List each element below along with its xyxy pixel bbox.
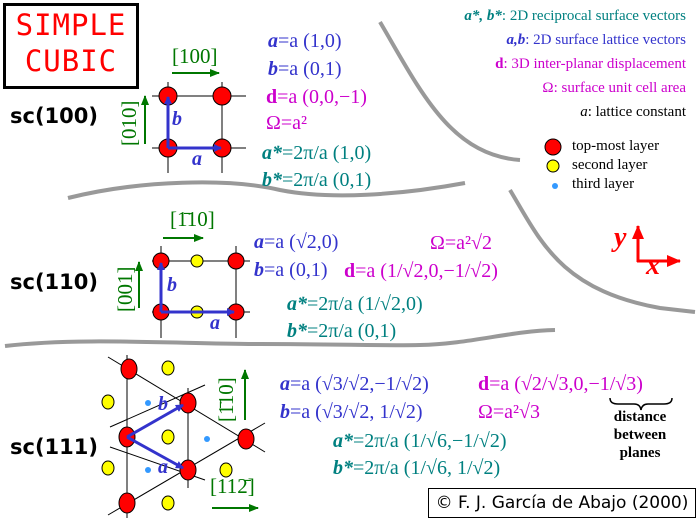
sc110-b-label: b (167, 274, 177, 296)
sc110-eq-a: a=a (√2,0) (254, 231, 339, 253)
sc111-dir-h: [112̄] (210, 474, 255, 498)
sc111-vector-a (126, 435, 184, 470)
legend-item: Ω: surface unit cell area (542, 80, 686, 96)
separator-curves (4, 20, 696, 348)
legend-yellow-dot (546, 159, 560, 173)
title-line1: SIMPLE (15, 8, 127, 42)
sc110-a-label: a (210, 312, 220, 334)
distance-brace (609, 397, 673, 411)
sc110-dir-h: [1̄10] (170, 207, 215, 231)
sc111-eq-d: d=a (√2/√3,0,−1/√3) (478, 373, 643, 395)
distance-note: distance between planes (604, 408, 676, 462)
note-line: distance (613, 409, 667, 425)
title-box: SIMPLE CUBIC (3, 3, 139, 89)
sc110-label: sc(110) (10, 270, 98, 294)
sc100-dir-v: [010] (117, 100, 141, 147)
sc100-eq-bstar: b*=2π/a (0,1) (262, 169, 372, 191)
sc100-eq-omega: Ω=a² (266, 112, 308, 134)
legend-item: a: lattice constant (580, 104, 686, 120)
sc100-eq-d: d=a (0,0,−1) (266, 86, 367, 108)
legend-item: d: 3D inter-planar displacement (495, 56, 686, 72)
legend-item: a,b: 2D surface lattice vectors (506, 32, 686, 48)
sc111-b-label: b (158, 393, 168, 415)
note-line: between (613, 427, 667, 443)
sc111-label: sc(111) (10, 435, 98, 459)
legend-red-dot (544, 138, 562, 156)
note-line: planes (619, 445, 661, 461)
x-axis-label: x (646, 250, 660, 281)
sc111-dir-v: [1̄10] (214, 377, 238, 422)
sc111-eq-a: a=a (√3/√2,−1/√2) (280, 373, 429, 395)
legend-second-layer: second layer (572, 157, 648, 173)
sc100-eq-b: b=a (0,1) (268, 58, 342, 80)
sc111-eq-b: b=a (√3/√2, 1/√2) (280, 401, 423, 423)
sc110-eq-astar: a*=2π/a (1/√2,0) (287, 293, 423, 315)
legend-item: a*, b*: 2D reciprocal surface vectors (464, 8, 686, 24)
sc110-eq-omega: Ω=a²√2 (430, 232, 493, 254)
sc111-eq-omega: Ω=a²√3 (478, 401, 541, 423)
sc111-vector-b (126, 403, 184, 439)
y-axis-label: y (614, 222, 627, 253)
sc100-dir-h: [100] (172, 44, 218, 68)
sc111-a-label: a (158, 456, 168, 478)
sc110-eq-d: d=a (1/√2,0,−1/√2) (344, 260, 498, 282)
sc110-eq-b: b=a (0,1) (254, 259, 328, 281)
copyright: © F. J. García de Abajo (2000) (428, 488, 696, 518)
legend-blue-dot (552, 183, 558, 189)
title-line2: CUBIC (24, 44, 118, 78)
legend-third-layer: third layer (572, 176, 635, 192)
sc100-a-label: a (192, 148, 202, 170)
sc111-eq-bstar: b*=2π/a (1/√6, 1/√2) (333, 457, 501, 479)
legend-top-layer: top-most layer (572, 138, 660, 154)
sc100-b-label: b (172, 108, 182, 130)
sc110-eq-bstar: b*=2π/a (0,1) (287, 320, 397, 342)
sc100-label: sc(100) (10, 104, 98, 128)
sc110-dir-v: [001] (113, 266, 137, 313)
sc100-eq-a: a=a (1,0) (268, 30, 342, 52)
sc111-eq-astar: a*=2π/a (1/√6,−1/√2) (333, 430, 507, 452)
sc100-eq-astar: a*=2π/a (1,0) (262, 142, 372, 164)
